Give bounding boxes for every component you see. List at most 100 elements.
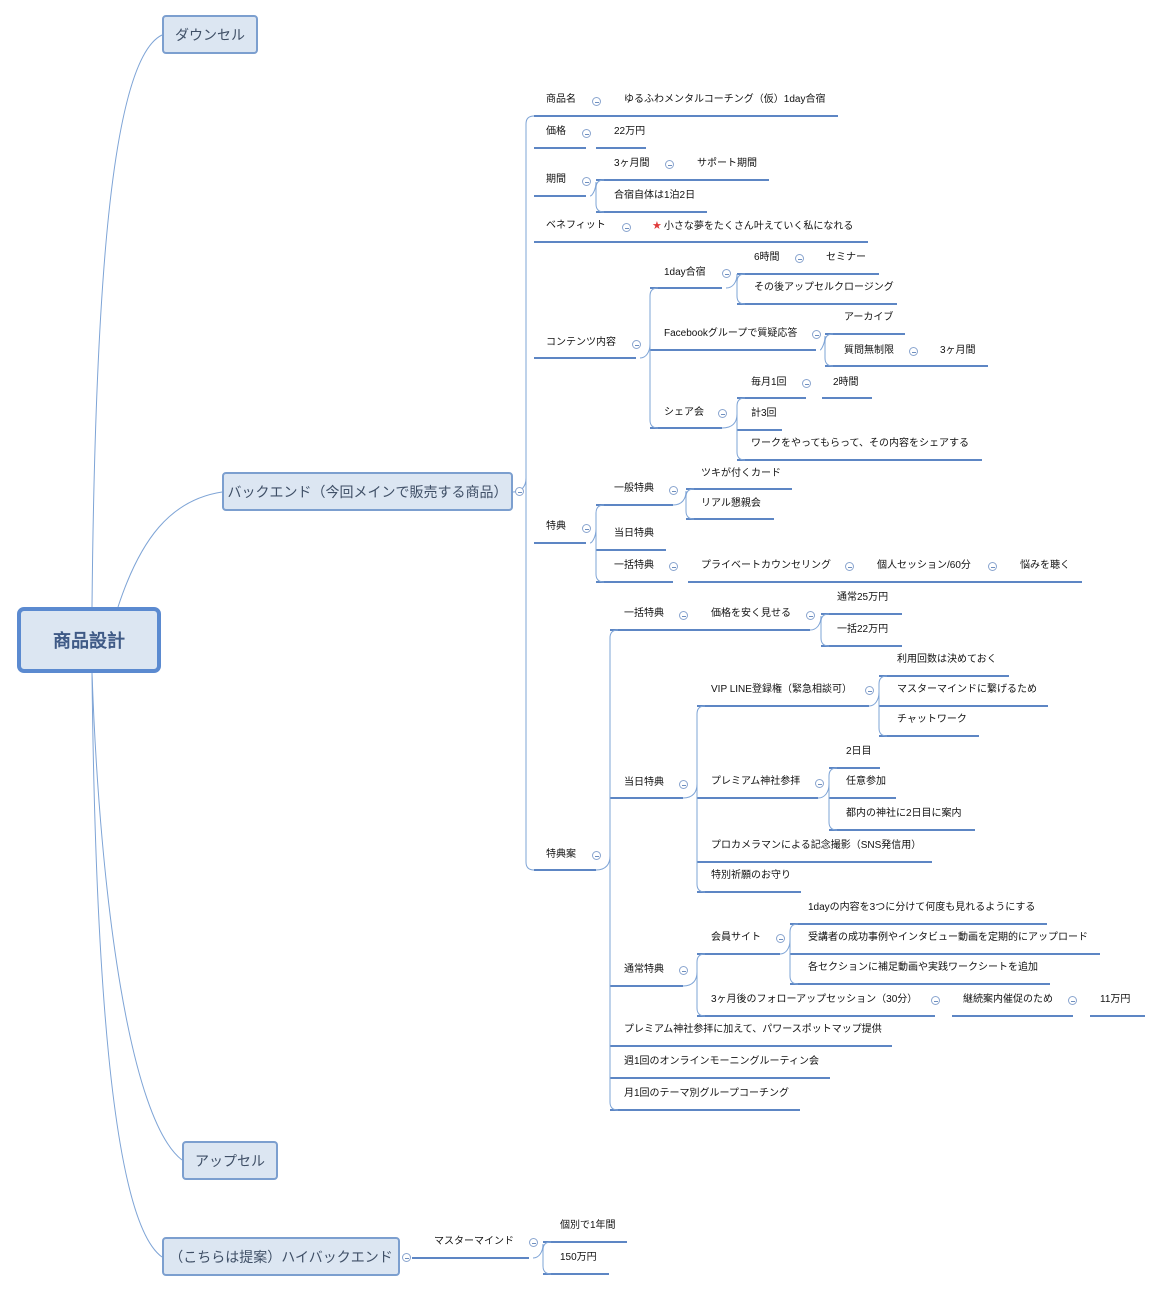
- collapse-button[interactable]: [988, 562, 997, 571]
- plan-amulet: 特別祈願のお守り: [711, 870, 791, 881]
- collapse-button[interactable]: [592, 97, 601, 106]
- collapse-button[interactable]: [806, 611, 815, 620]
- collapse-button[interactable]: [1068, 996, 1077, 1005]
- plan-price11: 11万円: [1100, 994, 1131, 1005]
- collapse-button[interactable]: [815, 779, 824, 788]
- collapse-button[interactable]: [845, 562, 854, 571]
- collapse-button[interactable]: [931, 996, 940, 1005]
- product-name-value: ゆるふわメンタルコーチング（仮）1day合宿: [624, 94, 826, 105]
- topic-upsell[interactable]: アップセル: [182, 1141, 278, 1180]
- connector: [525, 478, 535, 871]
- connector: [595, 629, 619, 871]
- connector: [721, 397, 746, 429]
- plan-normal25: 通常25万円: [837, 592, 889, 603]
- collapse-button[interactable]: [515, 487, 524, 496]
- collapse-button[interactable]: [909, 347, 918, 356]
- collapse-button[interactable]: [865, 686, 874, 695]
- plan-day2: 2日目: [846, 746, 872, 757]
- collapse-button[interactable]: [622, 223, 631, 232]
- collapse-button[interactable]: [665, 160, 674, 169]
- period-months: 3ヶ月間: [614, 158, 650, 169]
- label-product-name: 商品名: [546, 94, 576, 105]
- connector: [779, 923, 799, 955]
- connector: [682, 953, 706, 987]
- contents-three-months: 3ヶ月間: [940, 345, 976, 356]
- connector: [512, 115, 535, 493]
- collapse-button[interactable]: [632, 340, 641, 349]
- high-price: 150万円: [560, 1252, 597, 1263]
- collapse-button[interactable]: [795, 254, 804, 263]
- collapse-button[interactable]: [718, 409, 727, 418]
- collapse-button[interactable]: [582, 524, 591, 533]
- contents-archive: アーカイブ: [844, 312, 894, 323]
- connector: [789, 940, 799, 985]
- bonus-card: ツキが付くカード: [701, 468, 781, 479]
- plan-powerspot: プレミアム神社参拝に加えて、パワースポットマップ提供: [624, 1024, 882, 1035]
- collapse-button[interactable]: [679, 966, 688, 975]
- plan-followup: 3ヶ月後のフォローアップセッション（30分）: [711, 994, 918, 1005]
- connector: [736, 274, 746, 305]
- connector: [639, 287, 659, 359]
- contents-two-hours: 2時間: [833, 377, 859, 388]
- contents-six-hours: 6時間: [754, 252, 780, 263]
- collapse-button[interactable]: [669, 486, 678, 495]
- connector: [91, 34, 163, 608]
- collapse-button[interactable]: [582, 129, 591, 138]
- collapse-button[interactable]: [679, 611, 688, 620]
- contents-camp: 1day合宿: [664, 267, 706, 278]
- plan-site: 会員サイト: [711, 932, 761, 943]
- connector: [649, 344, 659, 429]
- plan-vip-mastermind: マスターマインドに繋げるため: [897, 684, 1037, 695]
- benefit-value: ★小さな夢をたくさん叶えていく私になれる: [652, 220, 853, 233]
- plan-group: 月1回のテーマ別グループコーチング: [624, 1088, 789, 1099]
- benefit-text: 小さな夢をたくさん叶えていく私になれる: [663, 221, 854, 232]
- contents-work: ワークをやってもらって、その内容をシェアする: [751, 438, 969, 449]
- label-plan: 特典案: [546, 849, 576, 860]
- central-topic[interactable]: 商品設計: [17, 607, 161, 673]
- contents-monthly: 毎月1回: [751, 377, 787, 388]
- connector: [828, 784, 838, 831]
- collapse-button[interactable]: [529, 1238, 538, 1247]
- collapse-button[interactable]: [402, 1253, 411, 1262]
- bonus-session: 個人セッション/60分: [877, 560, 971, 571]
- topic-downsell[interactable]: ダウンセル: [162, 15, 258, 54]
- connector: [878, 692, 888, 737]
- plan-vip-chat: チャットワーク: [897, 714, 967, 725]
- connector: [820, 616, 830, 647]
- collapse-button[interactable]: [776, 934, 785, 943]
- connector: [117, 491, 223, 608]
- topic-high-backend[interactable]: （こちらは提案）ハイバックエンド: [162, 1237, 400, 1276]
- connector: [868, 675, 888, 707]
- connector: [609, 856, 619, 1111]
- connector: [696, 972, 706, 1017]
- contents-share: シェア会: [664, 407, 704, 418]
- connector: [589, 179, 605, 197]
- plan-site3: 各セクションに補足動画や実践ワークシートを追加: [808, 962, 1038, 973]
- contents-facebook: Facebookグループで質疑応答: [664, 328, 798, 339]
- plan-sameday: 当日特典: [624, 777, 664, 788]
- plan-lump22: 一括22万円: [837, 624, 889, 635]
- topic-backend[interactable]: バックエンド（今回メインで販売する商品）: [222, 472, 513, 511]
- price-value: 22万円: [614, 126, 646, 137]
- collapse-button[interactable]: [722, 269, 731, 278]
- label-period: 期間: [546, 174, 566, 185]
- bonus-lump: 一括特典: [614, 560, 654, 571]
- collapse-button[interactable]: [582, 177, 591, 186]
- contents-unlimited: 質問無制限: [844, 345, 894, 356]
- plan-regular: 通常特典: [624, 964, 664, 975]
- plan-site2: 受講者の成功事例やインタビュー動画を定期的にアップロード: [808, 932, 1088, 943]
- collapse-button[interactable]: [592, 851, 601, 860]
- collapse-button[interactable]: [669, 562, 678, 571]
- collapse-button[interactable]: [802, 379, 811, 388]
- plan-photo: プロカメラマンによる記念撮影（SNS発信用）: [711, 840, 922, 851]
- contents-closing: その後アップセルクロージング: [754, 282, 894, 293]
- connector: [685, 491, 695, 520]
- contents-total3: 計3回: [751, 408, 777, 419]
- collapse-button[interactable]: [812, 330, 821, 339]
- plan-lump: 一括特典: [624, 608, 664, 619]
- bonus-sameday: 当日特典: [614, 528, 654, 539]
- period-camp: 合宿自体は1泊2日: [614, 190, 696, 201]
- plan-optional: 任意参加: [846, 776, 886, 787]
- collapse-button[interactable]: [679, 780, 688, 789]
- plan-vip-count: 利用回数は決めておく: [897, 654, 997, 665]
